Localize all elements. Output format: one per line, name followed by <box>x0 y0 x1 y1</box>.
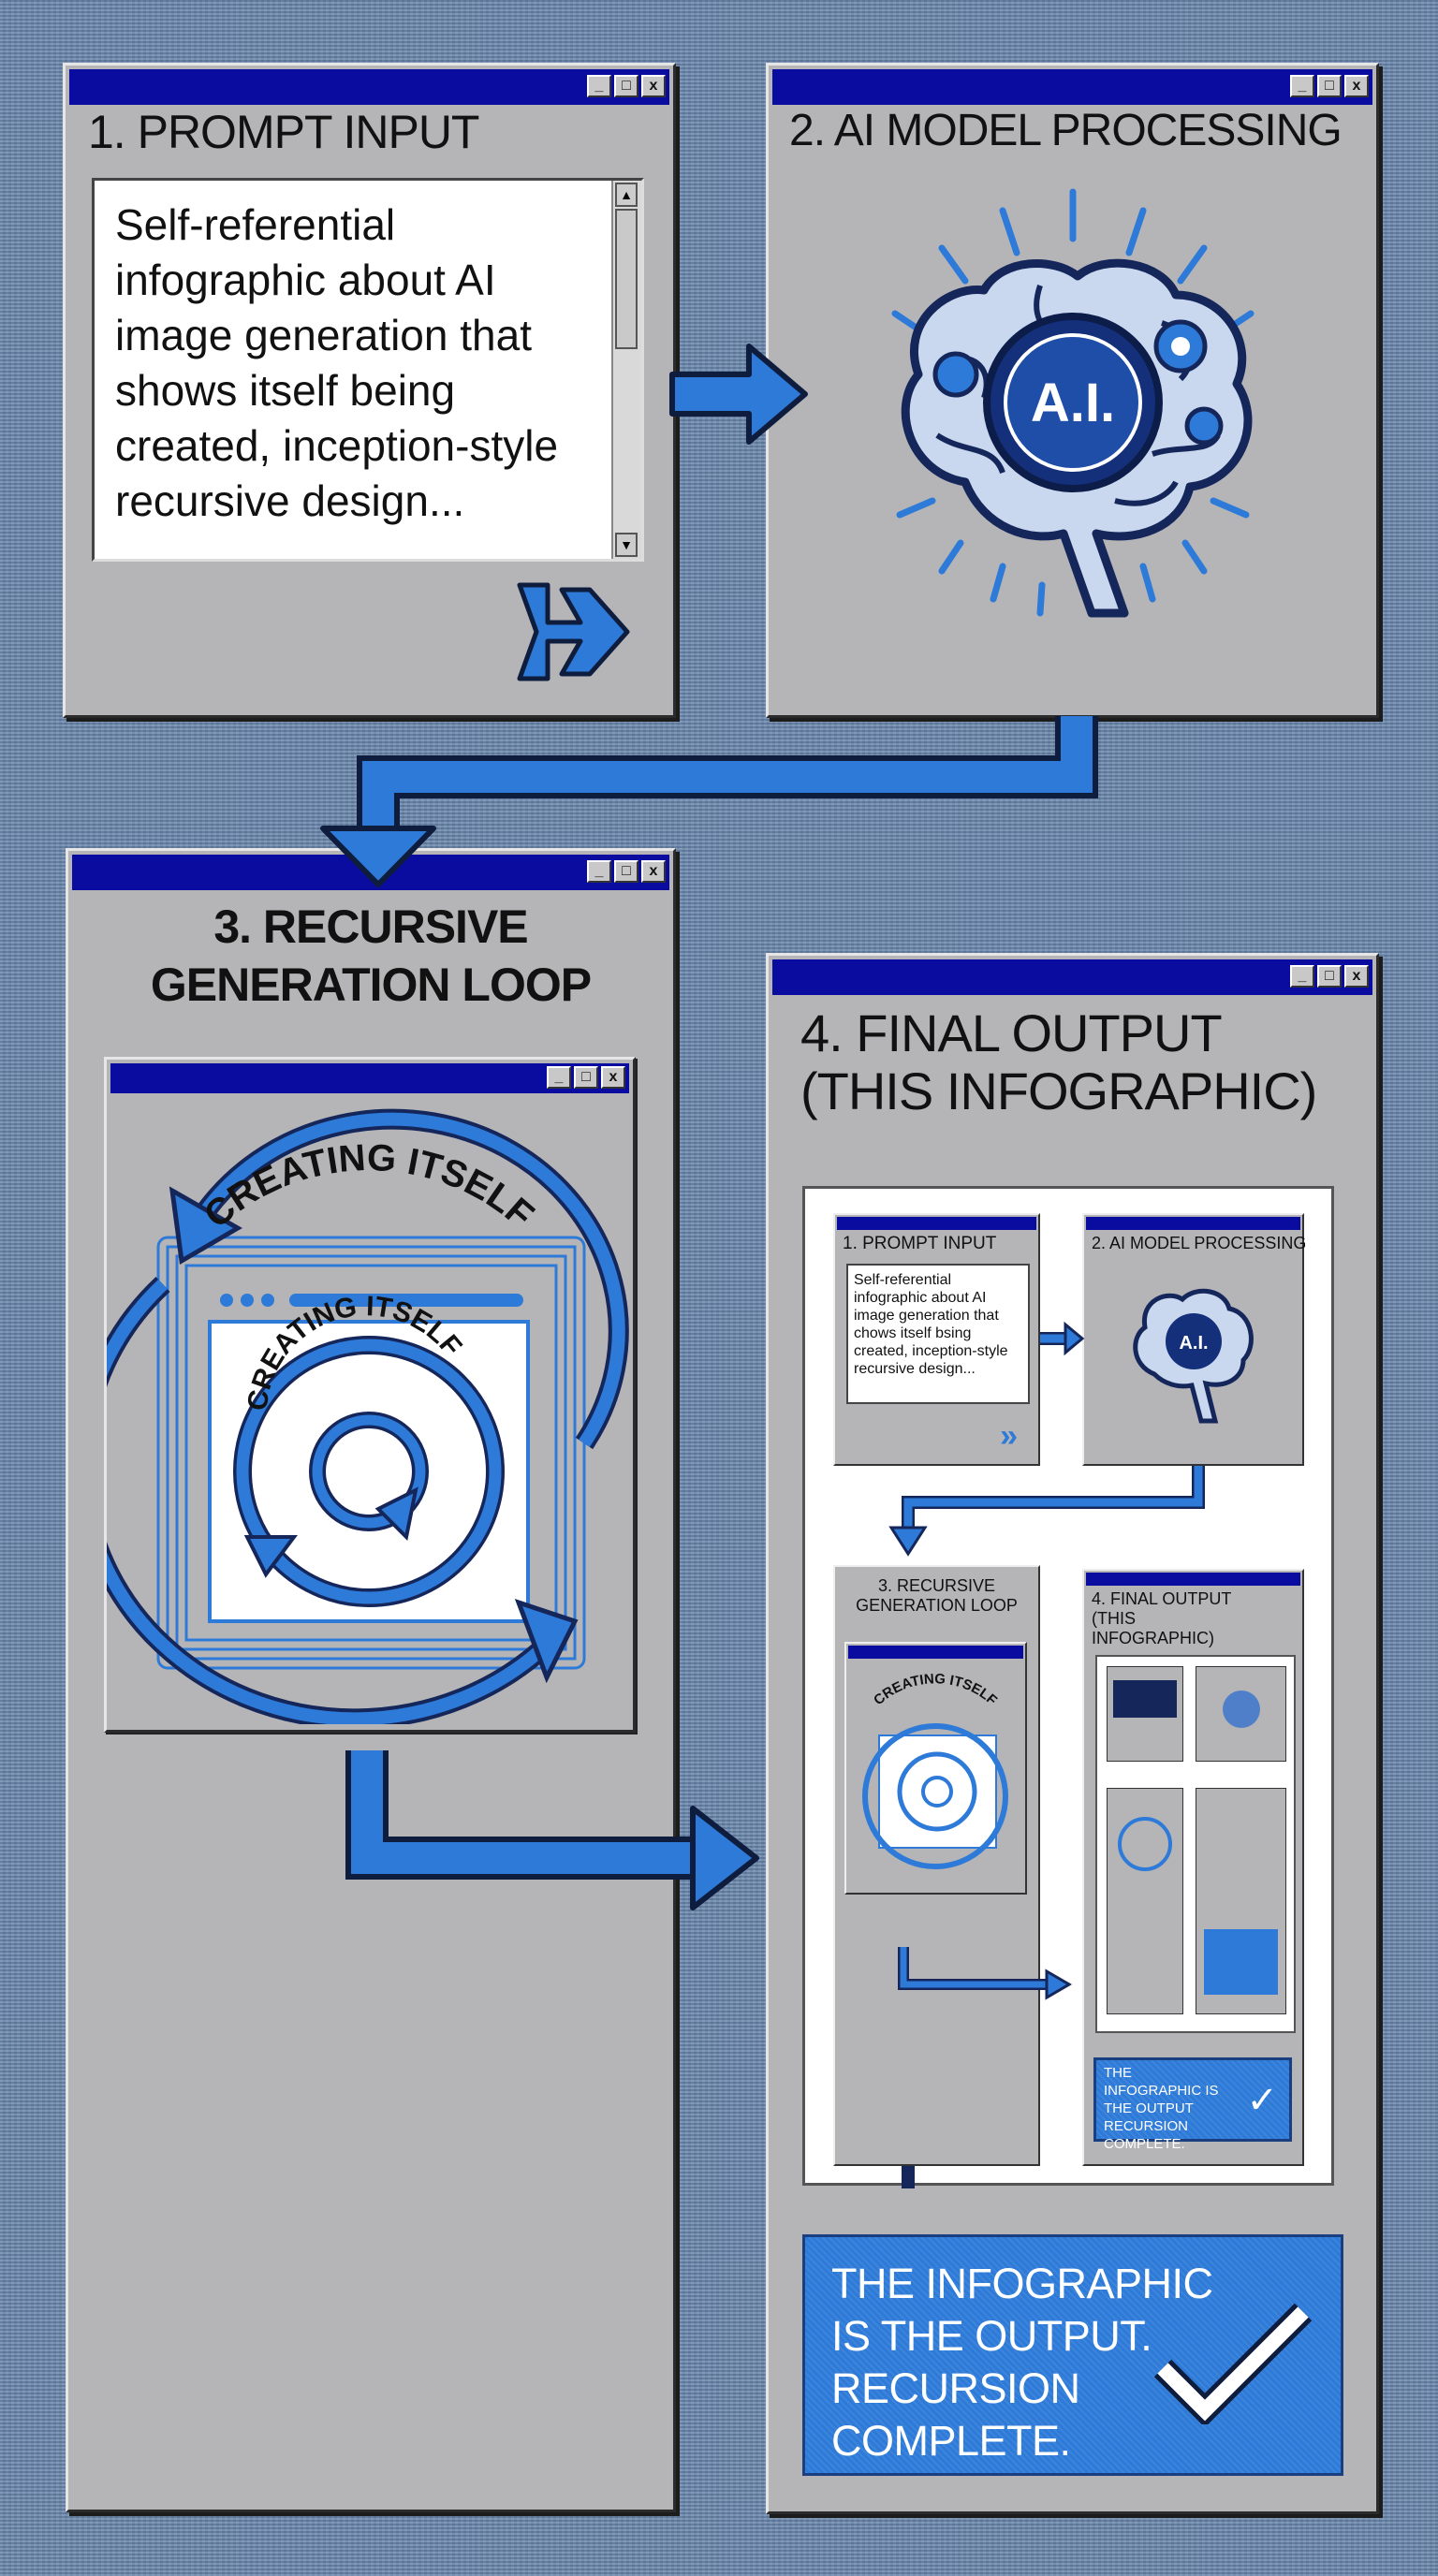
mini-loop-icon: CREATING ITSELF <box>862 1671 1008 1869</box>
inner-window: _□x CREATING ITSELF <box>104 1057 636 1733</box>
minimize-button[interactable]: _ <box>587 75 611 97</box>
banner-line: RECURSION <box>831 2364 1080 2412</box>
banner-line: IS THE OUTPUT. <box>831 2312 1152 2360</box>
banner-text: THE INFOGRAPHIC IS THE OUTPUT. RECURSION… <box>831 2258 1213 2467</box>
title-bar[interactable]: _□x <box>772 959 1372 995</box>
close-button[interactable]: x <box>641 75 666 97</box>
close-button[interactable]: x <box>1344 75 1369 97</box>
checkmark-icon <box>1153 2303 1313 2424</box>
minimize-button[interactable]: _ <box>547 1066 571 1089</box>
fast-forward-arrows-icon <box>517 582 630 681</box>
close-button[interactable]: x <box>601 1066 625 1089</box>
maximize-button[interactable]: □ <box>574 1066 598 1089</box>
window-title-line1: 3. RECURSIVE <box>213 900 528 953</box>
mini-complete-banner: THE INFOGRAPHIC IS THE OUTPUT RECURSION … <box>1093 2057 1292 2152</box>
mini-title: 1. PROMPT INPUT <box>843 1234 997 1253</box>
mini-prompt-box: Self-referential infographic about AI im… <box>846 1264 1030 1404</box>
mini-title: 4. FINAL OUTPUT (THIS INFOGRAPHIC) <box>1092 1589 1232 1647</box>
window-final-output: _□x 4. FINAL OUTPUT (THIS INFOGRAPHIC) 1… <box>766 953 1379 2514</box>
window-prompt-input: _□x 1. PROMPT INPUT Self-referential inf… <box>63 63 676 718</box>
recursion-complete-banner: THE INFOGRAPHIC IS THE OUTPUT. RECURSION… <box>802 2234 1343 2476</box>
title-bar[interactable]: _□x <box>72 855 669 890</box>
window-title-line1: 4. FINAL OUTPUT <box>800 1003 1223 1062</box>
mini-window-loop: 3. RECURSIVE GENERATION LOOP CREATING IT… <box>833 1565 1040 2166</box>
minimize-button[interactable]: _ <box>587 860 611 883</box>
recursive-infographic-preview: 1. PROMPT INPUT Self-referential infogra… <box>802 1186 1334 2188</box>
minimize-button[interactable]: _ <box>1290 75 1314 97</box>
close-button[interactable]: x <box>1344 965 1369 988</box>
banner-line: THE INFOGRAPHIC <box>831 2260 1213 2307</box>
mini-arrows <box>888 1321 1205 2188</box>
mini-title: 2. AI MODEL PROCESSING <box>1092 1234 1307 1252</box>
maximize-button[interactable]: □ <box>1317 965 1342 988</box>
prompt-text: Self-referential infographic about AI im… <box>115 200 559 525</box>
mini-inner-window: CREATING ITSELF <box>844 1642 1027 1895</box>
mini-window-model: 2. AI MODEL PROCESSING A.I. <box>1082 1213 1307 1466</box>
loop-label: CREATING ITSELF <box>197 1137 541 1237</box>
recursion-loop-illustration: CREATING ITSELF CREATING ITSELF <box>107 1108 629 1724</box>
scrollbar[interactable]: ▲ ▼ <box>611 181 641 559</box>
nested-preview <box>1095 1655 1296 2033</box>
mini-window-prompt: 1. PROMPT INPUT Self-referential infogra… <box>833 1213 1040 1466</box>
banner-line: COMPLETE. <box>831 2417 1071 2465</box>
window-title-line2: (THIS INFOGRAPHIC) <box>800 1061 1317 1120</box>
title-bar[interactable]: _□x <box>69 69 669 105</box>
minimize-button[interactable]: _ <box>1290 965 1314 988</box>
mini-brain-label: A.I. <box>1179 1333 1208 1354</box>
prompt-textbox[interactable]: Self-referential infographic about AI im… <box>92 178 644 562</box>
maximize-button[interactable]: □ <box>614 75 638 97</box>
title-bar[interactable]: _□x <box>110 1063 629 1093</box>
mini-title: 3. RECURSIVE GENERATION LOOP <box>856 1576 1018 1615</box>
close-button[interactable]: x <box>641 860 666 883</box>
svg-text:CREATING ITSELF: CREATING ITSELF <box>197 1137 541 1237</box>
window-title: 1. PROMPT INPUT <box>88 106 479 158</box>
window-recursive-generation-loop: _□x 3. RECURSIVE GENERATION LOOP _□x CRE… <box>66 848 676 2512</box>
mini-brain-icon: A.I. <box>1133 1288 1254 1424</box>
mini-checkmark-icon: ✓ <box>1246 2080 1278 2121</box>
brain-label: A.I. <box>1031 373 1115 433</box>
window-ai-model-processing: _□x 2. AI MODEL PROCESSING A.I. <box>766 63 1379 718</box>
brain-icon: A.I. <box>891 188 1255 618</box>
scroll-thumb[interactable] <box>615 209 638 349</box>
scroll-down-button[interactable]: ▼ <box>615 533 638 557</box>
window-title-line2: GENERATION LOOP <box>150 959 592 1011</box>
mini-fast-forward-icon: » <box>1000 1418 1018 1454</box>
scroll-up-button[interactable]: ▲ <box>615 183 638 207</box>
mini-window-output: 4. FINAL OUTPUT (THIS INFOGRAPHIC) THE I… <box>1082 1569 1304 2166</box>
window-title: 2. AI MODEL PROCESSING <box>789 106 1343 155</box>
mini-banner-text: THE INFOGRAPHIC IS THE OUTPUT RECURSION … <box>1104 2065 1219 2152</box>
maximize-button[interactable]: □ <box>614 860 638 883</box>
maximize-button[interactable]: □ <box>1317 75 1342 97</box>
title-bar[interactable]: _□x <box>772 69 1372 105</box>
